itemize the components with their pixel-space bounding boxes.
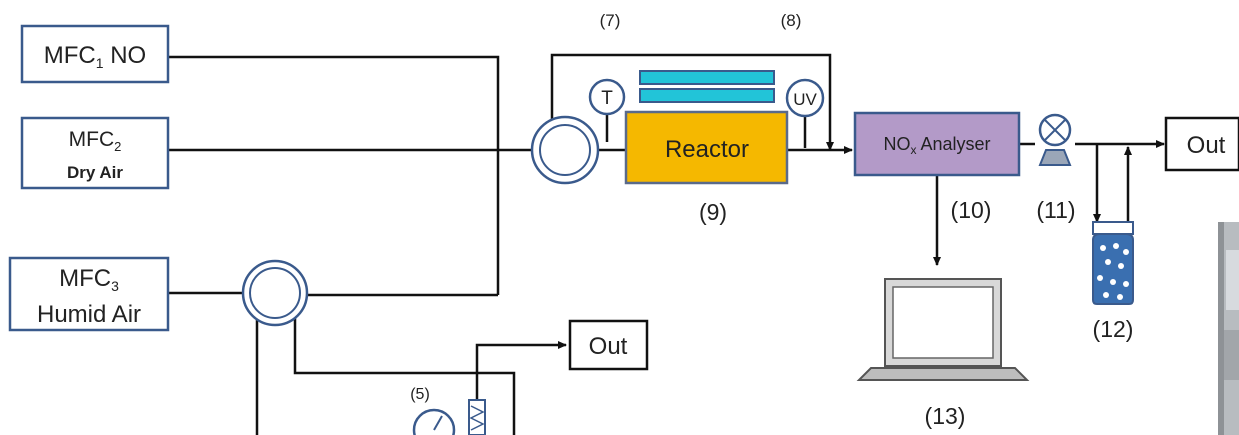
label-9: (9) [699, 199, 727, 225]
temperature-sensor-icon: T [588, 78, 626, 116]
bubbler-bottle-icon [1092, 221, 1134, 305]
label-7: (7) [600, 11, 621, 30]
label-8: (8) [781, 11, 802, 30]
label-10: (10) [951, 197, 992, 223]
mixer-valve-icon [241, 259, 309, 327]
gauge-icon [412, 408, 456, 435]
mfc2-subtitle: Dry Air [67, 163, 123, 182]
label-12: (12) [1093, 316, 1134, 342]
svg-text:Out: Out [589, 333, 628, 360]
svg-text:MFC3: MFC3 [59, 265, 119, 294]
reactor-box: Reactor [624, 110, 789, 185]
photo-fragment [1218, 222, 1239, 435]
svg-text:MFC1 NO: MFC1 NO [44, 42, 146, 71]
laptop-icon [856, 278, 1030, 381]
svg-text:UV: UV [793, 90, 817, 109]
flow-meter-icon [468, 399, 486, 435]
svg-text:MFC2: MFC2 [69, 128, 122, 154]
mfc2-box: MFC2 Dry Air [20, 116, 170, 190]
uv-sensor-icon: UV [785, 78, 825, 118]
svg-text:T: T [601, 88, 613, 109]
pump-icon [1038, 113, 1072, 166]
number-labels: (5) (7) (8) (9) (10) (11) (12) (13) [410, 11, 1133, 429]
inlet-valve-icon [530, 115, 600, 185]
label-13: (13) [925, 403, 966, 429]
out-right-box: Out [1164, 116, 1239, 172]
label-11: (11) [1036, 197, 1075, 223]
mfc3-box: MFC3 Humid Air [8, 256, 170, 332]
mfc3-subtitle: Humid Air [37, 301, 141, 328]
analyser-box: NOx Analyser [853, 111, 1021, 177]
svg-text:Reactor: Reactor [665, 136, 749, 163]
svg-text:NOx Analyser: NOx Analyser [883, 134, 990, 157]
label-5: (5) [410, 386, 430, 403]
uv-lamp-icon [639, 70, 775, 103]
pipes [168, 53, 1165, 435]
out-bottom-box: Out [568, 319, 649, 371]
mfc1-box: MFC1 NO [20, 24, 170, 84]
svg-text:Out: Out [1187, 132, 1226, 159]
